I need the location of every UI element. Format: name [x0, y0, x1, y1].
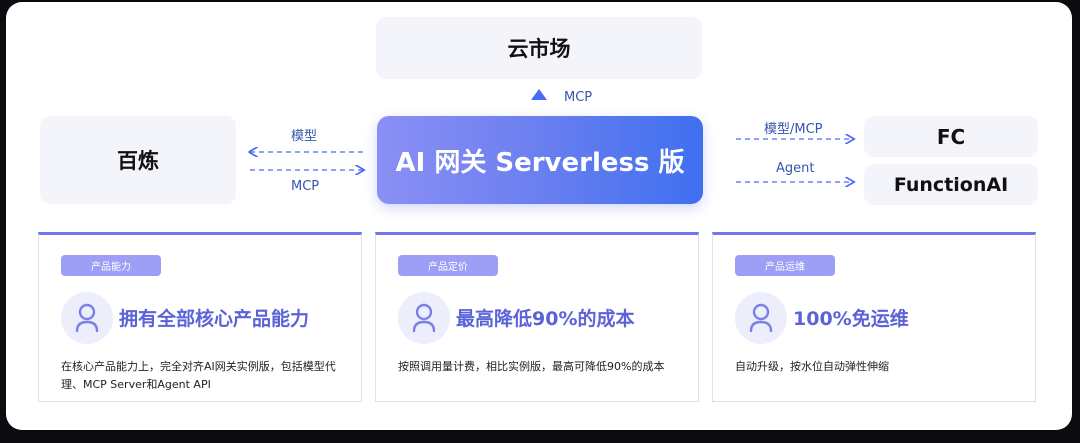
- card-tag: 产品能力: [61, 255, 161, 276]
- card-title: 拥有全部核心产品能力: [119, 308, 310, 330]
- feature-card-capability: 产品能力 拥有全部核心产品能力 在核心产品能力上，完全对齐AI网关实例版，包括模…: [38, 232, 362, 402]
- bailian-node: 百炼: [40, 116, 236, 204]
- diagram-canvas: 云市场 MCP 百炼 AI 网关 Serverless 版 FC Functio…: [6, 2, 1072, 430]
- card-description: 按照调用量计费，相比实例版，最高可降低90%的成本: [398, 360, 665, 373]
- user-icon: [398, 292, 450, 344]
- connector-lines: [6, 2, 1072, 232]
- card-tag: 产品定价: [398, 255, 498, 276]
- edge-label-bailian-bottom: MCP: [291, 179, 320, 194]
- ai-gateway-node: AI 网关 Serverless 版: [377, 116, 703, 204]
- arrow-up-icon: [531, 89, 547, 100]
- function-ai-node: FunctionAI: [864, 164, 1038, 205]
- feature-card-ops: 产品运维 100%免运维 自动升级，按水位自动弹性伸缩: [712, 232, 1036, 402]
- card-title: 最高降低90%的成本: [456, 308, 635, 330]
- card-description: 自动升级，按水位自动弹性伸缩: [735, 360, 889, 373]
- edge-label-bailian-top: 模型: [291, 129, 318, 144]
- edge-label-market: MCP: [564, 90, 593, 105]
- card-description: 在核心产品能力上，完全对齐AI网关实例版，包括模型代理、MCP Server和A…: [61, 360, 336, 391]
- cloud-market-node: 云市场: [376, 17, 702, 79]
- edge-label-function-ai: Agent: [776, 161, 815, 176]
- card-title: 100%免运维: [793, 308, 909, 330]
- user-icon: [61, 292, 113, 344]
- user-icon: [735, 292, 787, 344]
- fc-node: FC: [864, 116, 1038, 157]
- card-tag: 产品运维: [735, 255, 835, 276]
- edge-label-fc: 模型/MCP: [764, 122, 823, 137]
- feature-card-pricing: 产品定价 最高降低90%的成本 按照调用量计费，相比实例版，最高可降低90%的成…: [375, 232, 699, 402]
